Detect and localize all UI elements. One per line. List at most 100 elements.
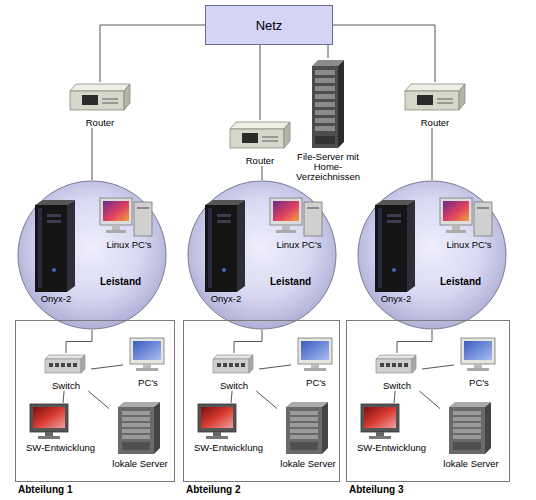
device-node: Switch: [41, 353, 91, 391]
router-icon: [230, 122, 290, 148]
device-label: Linux PC's: [256, 240, 342, 250]
department-label: Abteilung 3: [349, 484, 403, 496]
network-link: [66, 330, 92, 353]
circle-shape: [358, 181, 506, 329]
device-label: Linux PC's: [426, 240, 512, 250]
pc-icon: [130, 338, 164, 371]
device-node: SW-Entwicklung: [191, 403, 266, 453]
circle-shape: [18, 181, 166, 329]
device-label: SW-Entwicklung: [179, 443, 278, 453]
switch-icon: [45, 355, 85, 373]
pc-icon: [461, 338, 495, 371]
cluster-label: Leistand: [440, 276, 481, 288]
device-label: PC's: [279, 378, 353, 388]
network-box: Netz: [205, 5, 333, 45]
device-label: File-Server mit Home-Verzeichnissen: [289, 152, 367, 182]
device-node: lokale Server: [277, 401, 339, 469]
pc-icon: [298, 338, 332, 371]
network-link: [234, 330, 262, 353]
device-label: Switch: [29, 381, 103, 391]
circle-outline: [187, 180, 337, 330]
device-node: SW-Entwicklung: [23, 403, 98, 453]
cluster-label: Leistand: [270, 276, 311, 288]
network-link: [262, 166, 263, 180]
network-link: [63, 391, 64, 403]
switch-icon: [376, 355, 416, 373]
cluster-label: Leistand: [100, 276, 141, 288]
department-label: Abteilung 2: [186, 484, 240, 496]
device-label: Onyx-2: [356, 294, 436, 304]
network-link: [260, 45, 261, 120]
device-node: lokale Server: [109, 401, 171, 469]
router-node: Router: [400, 82, 470, 128]
local-server-icon: [449, 402, 491, 454]
department-label: Abteilung 1: [18, 484, 72, 496]
department-box: Abteilung 3SwitchPC'sSW-Entwicklunglokal…: [346, 320, 510, 482]
device-label: lokale Server: [97, 459, 183, 469]
network-link: [419, 391, 440, 409]
device-label: Router: [53, 118, 147, 128]
device-label: Switch: [197, 381, 271, 391]
local-server-icon: [286, 402, 328, 454]
device-label: Switch: [360, 381, 434, 391]
device-label: PC's: [442, 378, 516, 388]
circle-shape: [188, 181, 336, 329]
device-label: Linux PC's: [86, 240, 172, 250]
device-node: Linux PC's: [268, 198, 330, 250]
network-link: [328, 45, 329, 58]
device-node: Linux PC's: [98, 198, 160, 250]
device-label: SW-Entwicklung: [11, 443, 110, 453]
department-box: Abteilung 1SwitchPC'sSW-Entwicklunglokal…: [15, 320, 175, 482]
network-link: [92, 128, 93, 180]
department-box: Abteilung 2SwitchPC'sSW-Entwicklunglokal…: [183, 320, 340, 482]
network-link: [91, 365, 123, 369]
device-label: SW-Entwicklung: [342, 443, 441, 453]
device-label: Onyx-2: [16, 294, 96, 304]
network-label: Netz: [256, 18, 283, 33]
workstation-icon: [198, 404, 236, 439]
network-link: [259, 365, 291, 369]
device-node: Onyx-2: [28, 200, 84, 304]
network-link: [397, 330, 432, 353]
router-icon: [70, 84, 130, 110]
router-node: Router: [65, 82, 135, 128]
device-node: Switch: [372, 353, 422, 391]
device-node: lokale Server: [440, 401, 502, 469]
network-link: [394, 391, 395, 403]
local-server-icon: [118, 402, 160, 454]
network-link: [256, 391, 277, 409]
workstation-circle: LeistandOnyx-2Linux PC's: [357, 180, 507, 330]
device-node: Linux PC's: [438, 198, 500, 250]
device-node: PC's: [454, 336, 504, 388]
device-label: lokale Server: [428, 459, 514, 469]
workstation-icon: [30, 404, 68, 439]
workstation-circle: LeistandOnyx-2Linux PC's: [187, 180, 337, 330]
device-label: Onyx-2: [186, 294, 266, 304]
switch-icon: [213, 355, 253, 373]
device-label: PC's: [111, 378, 185, 388]
device-label: Router: [213, 156, 307, 166]
device-node: Onyx-2: [198, 200, 254, 304]
device-node: Onyx-2: [368, 200, 424, 304]
file-server-node: File-Server mit Home-Verzeichnissen: [289, 58, 367, 182]
server-tower-icon: [312, 60, 344, 148]
network-link: [432, 128, 433, 180]
router-node: Router: [225, 120, 295, 166]
device-label: lokale Server: [265, 459, 351, 469]
device-label: Router: [388, 118, 482, 128]
device-node: PC's: [123, 336, 173, 388]
circle-outline: [17, 180, 167, 330]
workstation-circle: LeistandOnyx-2Linux PC's: [17, 180, 167, 330]
device-node: SW-Entwicklung: [354, 403, 429, 453]
network-link: [100, 25, 205, 82]
network-link: [333, 25, 435, 82]
router-icon: [405, 84, 465, 110]
workstation-icon: [361, 404, 399, 439]
circle-outline: [357, 180, 507, 330]
network-link: [422, 365, 454, 369]
device-node: PC's: [291, 336, 341, 388]
device-node: Switch: [209, 353, 259, 391]
network-link: [88, 391, 109, 409]
network-link: [231, 391, 232, 403]
